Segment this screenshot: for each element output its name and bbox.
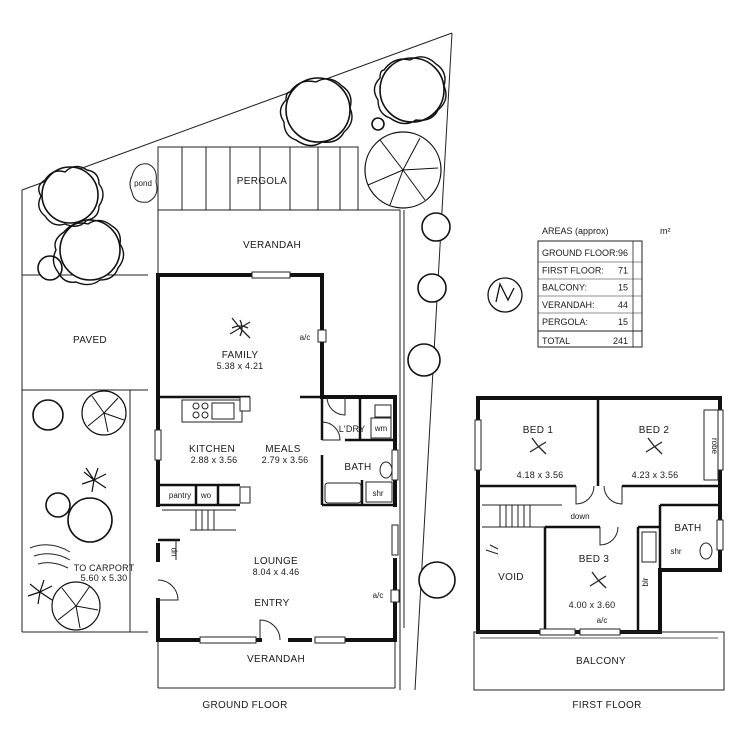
bed2-size: 4.23 x 3.56 xyxy=(632,470,679,480)
spiky-plants xyxy=(27,467,107,605)
areas-row-name: BALCONY: xyxy=(542,283,587,293)
lounge-size: 8.04 x 4.46 xyxy=(253,567,300,577)
bed2-robe xyxy=(703,409,719,481)
bed1-size: 4.18 x 3.56 xyxy=(517,470,564,480)
pond xyxy=(129,163,158,203)
first-floor-doors xyxy=(575,485,623,546)
ceiling-fans xyxy=(229,317,251,339)
tree xyxy=(32,399,64,431)
pantry-label: pantry xyxy=(169,491,191,500)
areas-unit: m² xyxy=(660,226,671,236)
washing-machine-label: wm xyxy=(374,424,388,433)
areas-title: AREAS (approx) xyxy=(542,226,609,236)
meals-size: 2.79 x 3.56 xyxy=(262,455,309,465)
areas-row-value: 71 xyxy=(618,265,628,275)
tree xyxy=(41,166,99,224)
paved-label: PAVED xyxy=(73,335,107,346)
areas-row-name: PERGOLA: xyxy=(542,317,588,327)
umbrella-trees xyxy=(51,131,442,631)
areas-total-value: 241 xyxy=(613,336,628,346)
verandah-bottom-label: VERANDAH xyxy=(247,654,305,665)
tree xyxy=(59,219,121,281)
tree xyxy=(418,561,456,599)
areas-row-value: 44 xyxy=(618,300,628,310)
wall-oven-label: wo xyxy=(200,491,212,500)
bed2-label: BED 2 xyxy=(639,425,670,436)
ground-floor-doors xyxy=(157,396,346,641)
pergola-label: PERGOLA xyxy=(237,176,287,187)
first-floor-internal-walls xyxy=(478,398,720,632)
north-arrow xyxy=(487,277,523,313)
family-label: FAMILY xyxy=(222,350,259,361)
bed3-label: BED 3 xyxy=(579,554,610,565)
lounge-ac-label: a/c xyxy=(373,591,384,600)
tree xyxy=(45,492,71,518)
ground-floor-windows xyxy=(154,271,399,644)
first-floor-stairs xyxy=(482,504,562,555)
tree xyxy=(285,77,351,143)
bath-fittings xyxy=(324,404,393,504)
first-floor-bath-label: BATH xyxy=(674,523,701,534)
shower-label: shr xyxy=(372,489,383,498)
lounge-label: LOUNGE xyxy=(254,556,298,567)
areas-row-name: VERANDAH: xyxy=(542,300,595,310)
kitchen-label: KITCHEN xyxy=(189,444,235,455)
bed2-robe-label: robe xyxy=(710,438,719,455)
areas-row-value: 15 xyxy=(618,317,628,327)
verandah-outline xyxy=(157,209,405,690)
first-floor-windows xyxy=(474,409,724,636)
first-floor-shower-label: shr xyxy=(670,547,681,556)
pond-label: pond xyxy=(134,179,152,188)
carport-steps xyxy=(29,544,71,569)
blr-label: blr xyxy=(641,577,650,586)
first-floor-ac-label: a/c xyxy=(597,616,608,625)
umbrella-tree-ribs xyxy=(57,137,439,629)
first-floor-fans xyxy=(529,437,663,589)
ground-floor-internal-walls xyxy=(158,395,395,542)
family-ac-unit xyxy=(317,329,327,343)
bed1-label: BED 1 xyxy=(523,425,554,436)
balcony-label: BALCONY xyxy=(576,656,626,667)
tree xyxy=(67,497,113,543)
verandah-top-label: VERANDAH xyxy=(243,240,301,251)
bed3-size: 4.00 x 3.60 xyxy=(569,600,616,610)
ground-floor-title: GROUND FLOOR xyxy=(202,700,287,711)
family-size: 5.38 x 4.21 xyxy=(217,361,264,371)
areas-row-name: GROUND FLOOR: xyxy=(542,248,618,258)
areas-total-name: TOTAL xyxy=(542,336,570,346)
first-floor-title: FIRST FLOOR xyxy=(572,700,641,711)
laundry-label: L'DRY xyxy=(339,424,366,434)
kitchen-fittings xyxy=(181,396,251,504)
meals-label: MEALS xyxy=(265,444,300,455)
tree xyxy=(407,343,441,377)
carport-size: 5.60 x 5.30 xyxy=(81,573,128,583)
tree xyxy=(417,273,447,303)
bath-label: BATH xyxy=(344,462,371,473)
areas-row-value: 15 xyxy=(618,283,628,293)
areas-row-name: FIRST FLOOR: xyxy=(542,265,604,275)
tree xyxy=(421,212,451,242)
ground-floor-stairs xyxy=(162,509,236,560)
tree xyxy=(379,57,445,123)
void-label: VOID xyxy=(498,572,524,583)
kitchen-size: 2.88 x 3.56 xyxy=(191,455,238,465)
tree xyxy=(371,117,385,131)
first-floor-bath-fittings xyxy=(641,531,713,563)
tree xyxy=(37,255,63,281)
tree-scallops xyxy=(38,56,447,286)
stairs-up-label: up xyxy=(169,547,178,556)
entry-label: ENTRY xyxy=(254,598,289,609)
family-ac-label: a/c xyxy=(300,333,311,342)
stairs-down-label: down xyxy=(570,512,589,521)
lounge-ac-unit xyxy=(390,589,400,603)
carport-label: TO CARPORT xyxy=(74,563,135,573)
areas-row-value: 96 xyxy=(618,248,628,258)
